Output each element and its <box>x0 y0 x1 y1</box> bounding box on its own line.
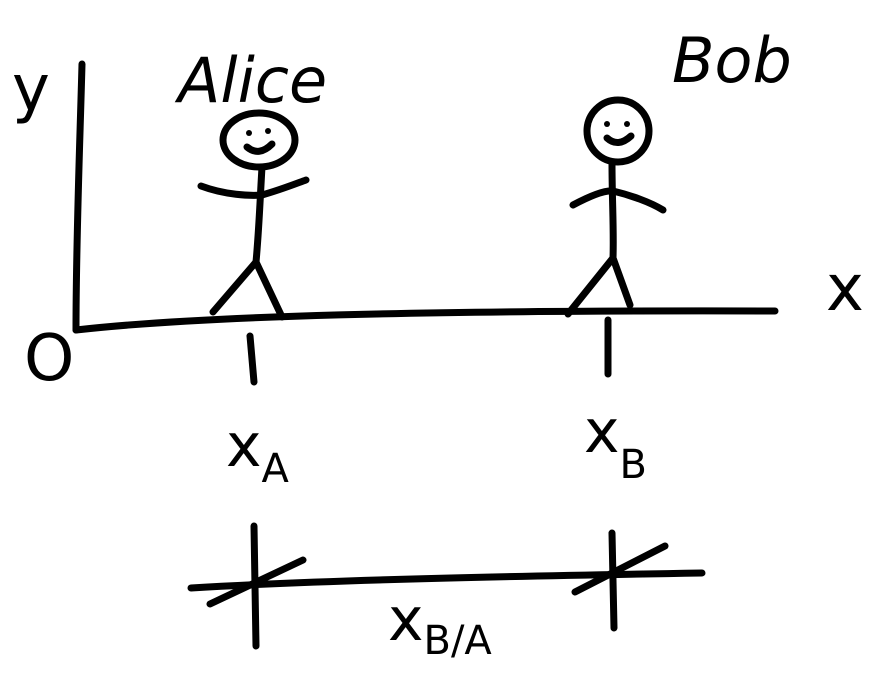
pos-b-sub: B <box>620 442 647 488</box>
bob-body <box>608 159 617 262</box>
pos-b-main: x <box>584 397 620 467</box>
bob-smile <box>603 132 635 146</box>
bob-legs <box>564 254 634 318</box>
alice-eye-left <box>246 130 252 136</box>
bob-head <box>583 96 653 166</box>
origin-label: O <box>24 322 74 396</box>
alice-smile <box>243 140 276 155</box>
bob-name-label: Bob <box>672 24 792 97</box>
pos-a-sub: A <box>262 446 290 492</box>
alice-name-label: Alice <box>174 44 327 117</box>
alice-legs <box>209 258 286 321</box>
relative-position-label: xB/A <box>388 585 492 664</box>
relative-sub: B/A <box>424 618 493 664</box>
pos-a-label: xA <box>226 411 290 492</box>
bob-eye-left <box>604 121 610 127</box>
y-axis <box>72 60 86 334</box>
dimension-end-b <box>608 529 618 632</box>
alice-eye-right <box>265 128 271 134</box>
x-axis-label: x <box>826 252 864 326</box>
alice-body <box>252 163 266 266</box>
alice-arms <box>197 176 310 199</box>
relative-dimension <box>187 522 706 650</box>
tick-a <box>246 332 258 386</box>
alice-figure <box>197 109 310 321</box>
bob-arms <box>569 187 667 214</box>
relative-main: x <box>388 585 424 655</box>
x-axis <box>72 307 779 334</box>
alice-head <box>219 109 299 171</box>
pos-a-main: x <box>226 411 262 481</box>
dimension-slash-a <box>206 556 307 608</box>
bob-eye-right <box>624 121 630 127</box>
pos-b-label: xB <box>584 397 647 488</box>
dimension-slash-b <box>571 542 669 596</box>
y-axis-label: y <box>12 52 50 126</box>
bob-figure <box>564 96 667 318</box>
